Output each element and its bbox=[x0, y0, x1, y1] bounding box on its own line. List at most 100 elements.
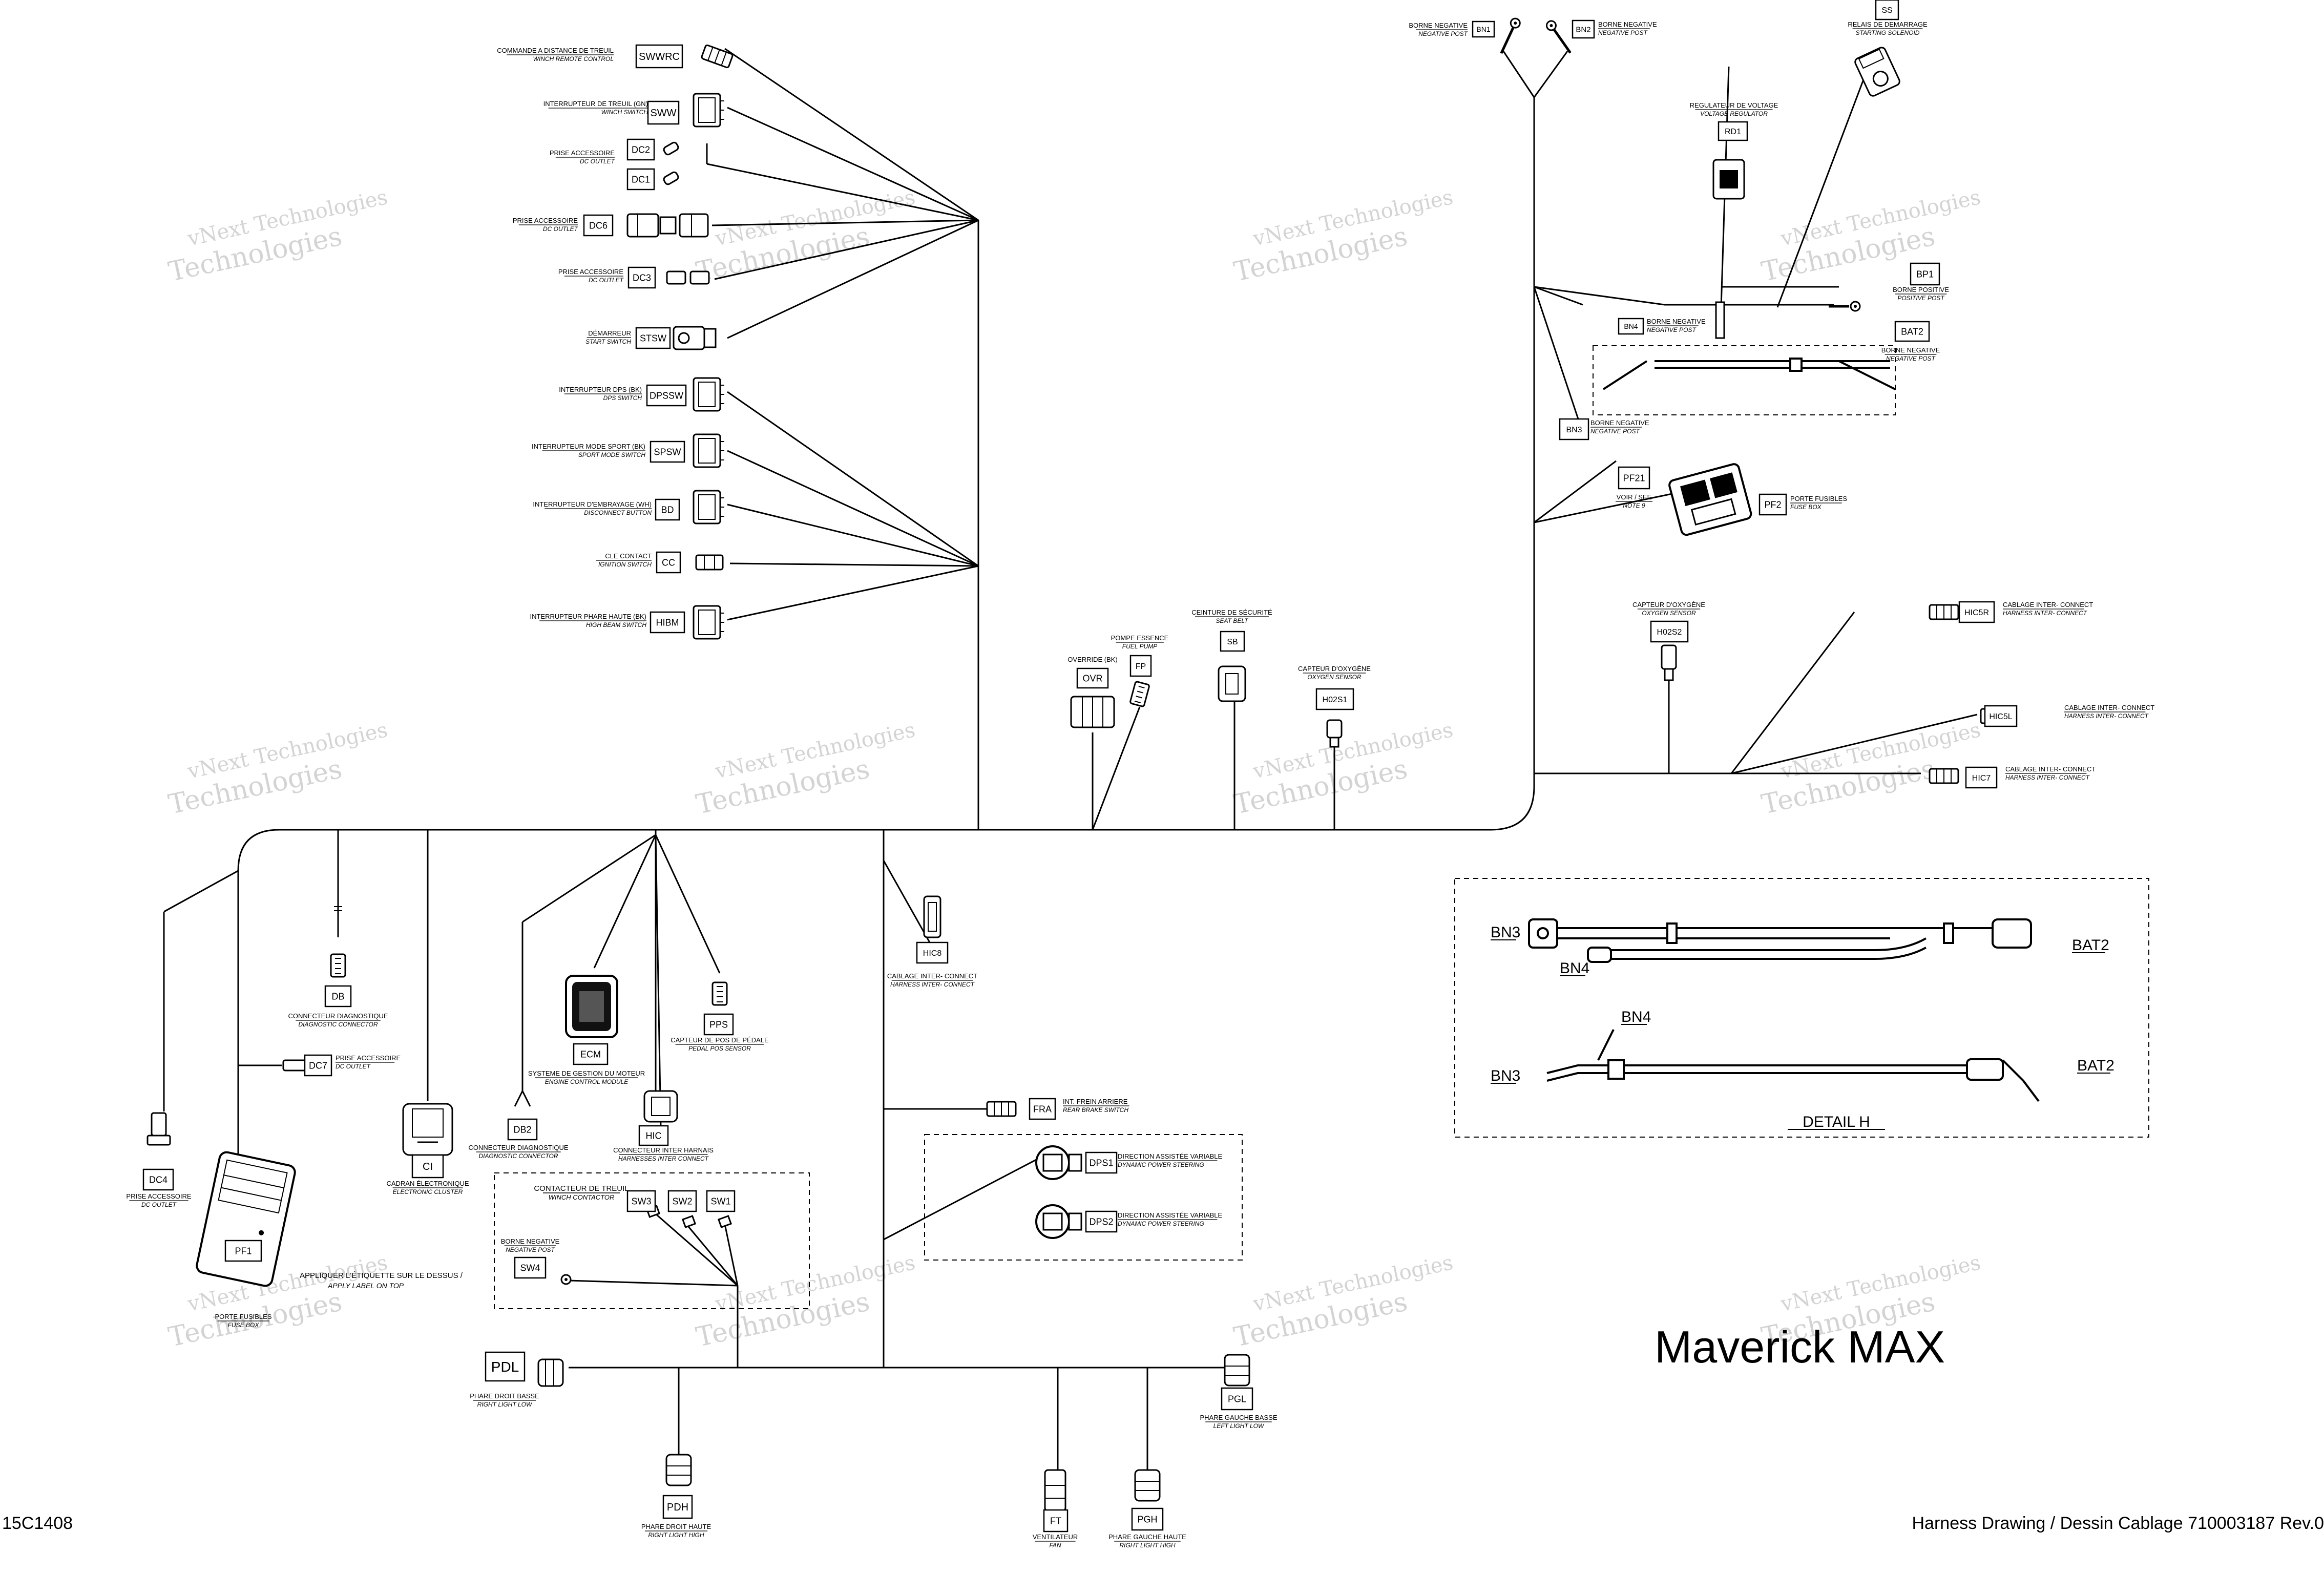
code-box-h02s1: H02S1 bbox=[1315, 688, 1354, 710]
code-h02s1: H02S1 bbox=[1323, 696, 1348, 704]
code-bp1: BP1 bbox=[1916, 269, 1934, 279]
code-box-dps1: DPS1 bbox=[1085, 1151, 1118, 1174]
watermark: vNext Technologies Technologies bbox=[1231, 1251, 1455, 1353]
swwrc-plug-icon bbox=[700, 44, 734, 69]
sw1-terminal-icon bbox=[717, 1215, 732, 1228]
code-box-db: DB bbox=[324, 985, 352, 1008]
wires bbox=[163, 48, 1978, 1485]
spsw-switch-icon bbox=[693, 433, 725, 468]
code-dc1: DC1 bbox=[632, 174, 650, 184]
desc-fr-ovr: OVERRIDE (BK) bbox=[1067, 656, 1118, 663]
desc-en-sb: SEAT BELT bbox=[1216, 617, 1249, 624]
dc2-outlet-icon bbox=[663, 141, 679, 156]
code-pgh: PGH bbox=[1137, 1514, 1157, 1524]
desc-fr-bn1: BORNE NEGATIVE bbox=[1409, 22, 1468, 29]
code-dc6: DC6 bbox=[589, 220, 608, 230]
code-hibm: HIBM bbox=[656, 617, 679, 627]
code-box-ft: FT bbox=[1043, 1509, 1069, 1533]
code-box-pf1: PF1 bbox=[224, 1240, 262, 1262]
detail-h-title: DETAIL H bbox=[1803, 1114, 1870, 1130]
code-box-hic5l: HIC5L bbox=[1984, 705, 2018, 727]
code-box-ci: CI bbox=[411, 1154, 444, 1179]
desc-fr-dc3: PRISE ACCESSOIRE bbox=[558, 268, 623, 276]
detail-h-drawing bbox=[1528, 918, 2040, 1102]
code-box-sw1: SW1 bbox=[706, 1190, 736, 1212]
code-ovr: OVR bbox=[1082, 673, 1102, 683]
code-pgl: PGL bbox=[1228, 1394, 1246, 1404]
desc-en-dc1: DC OUTLET bbox=[580, 158, 616, 165]
code-fra: FRA bbox=[1033, 1104, 1052, 1114]
code-bn4: BN4 bbox=[1624, 322, 1638, 330]
code-box-pf2: PF2 bbox=[1758, 493, 1787, 516]
code-pps: PPS bbox=[709, 1019, 728, 1030]
dashed-groups bbox=[494, 345, 2149, 1309]
fp-plug-icon bbox=[1129, 680, 1150, 708]
battery-cable-icon bbox=[1602, 358, 1896, 390]
desc-fr-hibm: INTERRUPTEUR PHARE HAUTE (BK) bbox=[530, 613, 646, 620]
desc-en-dps1: DYNAMIC POWER STEERING bbox=[1118, 1161, 1204, 1168]
desc-en-swwrc: WINCH REMOTE CONTROL bbox=[533, 55, 614, 62]
code-h02s2: H02S2 bbox=[1657, 628, 1682, 637]
code-bat2: BAT2 bbox=[1901, 326, 1923, 337]
watermark: vNext Technologies Technologies bbox=[694, 1251, 917, 1353]
code-box-pdl: PDL bbox=[485, 1351, 526, 1382]
code-db2: DB2 bbox=[513, 1124, 531, 1135]
svg-text:APPLY LABEL ON TOP: APPLY LABEL ON TOP bbox=[327, 1282, 404, 1290]
code-box-dc1: DC1 bbox=[626, 168, 655, 191]
code-box-dc3: DC3 bbox=[627, 266, 656, 289]
code-box-bn1: BN1 bbox=[1472, 20, 1495, 38]
rd1-regulator-icon bbox=[1712, 159, 1745, 200]
desc-hibm: INTERRUPTEUR PHARE HAUTE (BK)HIGH BEAM S… bbox=[530, 613, 646, 628]
code-bd: BD bbox=[661, 505, 674, 515]
desc-fr-dc1: PRISE ACCESSOIRE bbox=[550, 149, 615, 157]
desc-fr-dc4: PRISE ACCESSOIRE bbox=[126, 1192, 191, 1200]
desc-en-dc3: DC OUTLET bbox=[589, 277, 624, 284]
desc-en-fra: REAR BRAKE SWITCH bbox=[1063, 1106, 1128, 1114]
dc3-plug-icon bbox=[666, 270, 710, 285]
watermark: vNext Technologies Technologies bbox=[1231, 718, 1455, 821]
code-box-hic8: HIC8 bbox=[916, 941, 949, 964]
pgl-plug-icon bbox=[1224, 1354, 1250, 1387]
desc-en-dc6: DC OUTLET bbox=[543, 225, 579, 233]
code-box-sw4: SW4 bbox=[514, 1256, 547, 1279]
desc-fr-bn2: BORNE NEGATIVE bbox=[1598, 20, 1657, 28]
code-hic5r: HIC5R bbox=[1964, 608, 1989, 617]
desc-fr-hic8: CABLAGE INTER- CONNECT bbox=[887, 972, 977, 980]
code-box-dc2: DC2 bbox=[626, 138, 655, 161]
desc-fr-cc: CLE CONTACT bbox=[605, 552, 652, 560]
code-box-hic5r: HIC5R bbox=[1958, 601, 1995, 623]
dps1-plug-icon bbox=[1035, 1145, 1082, 1180]
code-box-hic: HIC bbox=[638, 1125, 669, 1146]
code-box-hibm: HIBM bbox=[650, 611, 685, 634]
code-dc7: DC7 bbox=[309, 1060, 327, 1071]
desc-en-bp1: POSITIVE POST bbox=[1897, 295, 1945, 302]
code-box-pf21: PF21 bbox=[1618, 466, 1650, 490]
code-box-spsw: SPSW bbox=[650, 440, 685, 463]
ss-relay-icon bbox=[1854, 47, 1900, 97]
watermark: vNext Technologies Technologies bbox=[166, 718, 390, 821]
desc-fr-pgh: PHARE GAUCHE HAUTE bbox=[1108, 1533, 1186, 1541]
desc-en-ss: STARTING SOLENOID bbox=[1856, 29, 1920, 36]
desc-en-pdh: RIGHT LIGHT HIGH bbox=[648, 1531, 704, 1539]
desc-fr-pf2: PORTE FUSIBLES bbox=[1790, 495, 1847, 502]
code-box-bn2: BN2 bbox=[1572, 19, 1595, 39]
desc-en-pdl: RIGHT LIGHT LOW bbox=[477, 1401, 533, 1408]
code-bn1: BN1 bbox=[1476, 25, 1490, 33]
